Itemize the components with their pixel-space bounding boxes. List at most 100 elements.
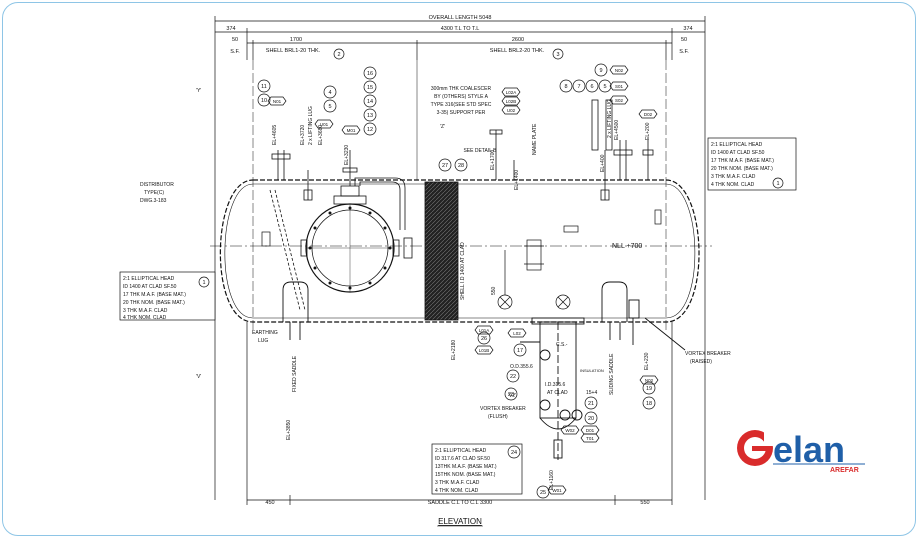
el-3720-label: EL+3720 bbox=[300, 125, 306, 145]
svg-text:L02: L02 bbox=[513, 331, 521, 336]
tl-to-tl-label: 4300 T.L TO T.L bbox=[441, 26, 480, 32]
earthing-lug-label-1: EARTHING bbox=[252, 330, 278, 336]
distributor-label-2: TYPE(C) bbox=[144, 190, 164, 196]
svg-text:W01: W01 bbox=[552, 488, 562, 493]
vessel-shell bbox=[210, 60, 712, 330]
svg-text:L01B: L01B bbox=[479, 348, 490, 353]
shell-left-label: SHELL BRL1-20 THK. bbox=[266, 48, 321, 54]
boot bbox=[520, 299, 686, 460]
svg-text:M01: M01 bbox=[347, 128, 356, 133]
view-z-label: 'Z' bbox=[440, 124, 445, 130]
svg-text:U02: U02 bbox=[507, 108, 516, 113]
svg-text:20 THK NOM. (BASE MAT.): 20 THK NOM. (BASE MAT.) bbox=[711, 166, 773, 172]
view-v-label: 'V' bbox=[196, 374, 201, 380]
svg-text:3 THK M.A.F. CLAD: 3 THK M.A.F. CLAD bbox=[123, 308, 168, 314]
svg-text:300mm THK COALESCER: 300mm THK COALESCER bbox=[431, 86, 492, 92]
svg-text:15THK NOM. (BASE MAT.): 15THK NOM. (BASE MAT.) bbox=[435, 472, 496, 478]
cs-label: C.S.- bbox=[556, 342, 568, 348]
see-detail: SEE DETAIL B bbox=[463, 148, 497, 154]
saddles bbox=[282, 281, 628, 340]
svg-text:15: 15 bbox=[367, 85, 373, 91]
el-400-label: EL+400 bbox=[600, 154, 606, 172]
manway-bolts bbox=[308, 206, 392, 290]
vortex-flush-label-2: (FLUSH) bbox=[488, 414, 508, 420]
svg-text:26: 26 bbox=[481, 336, 487, 342]
view-y-label: 'Y' bbox=[196, 88, 201, 94]
svg-text:17 THK M.A.F. (BASE MAT.): 17 THK M.A.F. (BASE MAT.) bbox=[711, 158, 774, 164]
coalescer-pack bbox=[424, 181, 459, 321]
svg-text:6: 6 bbox=[590, 84, 593, 90]
svg-text:L02A: L02A bbox=[506, 90, 517, 95]
svg-text:L02B: L02B bbox=[506, 99, 517, 104]
svg-text:D01: D01 bbox=[586, 428, 595, 433]
svg-text:19: 19 bbox=[646, 386, 652, 392]
sf-left: S.F. bbox=[230, 49, 240, 55]
dim-1700: 1700 bbox=[290, 37, 302, 43]
nll-label: NLL +700 bbox=[612, 243, 642, 250]
svg-text:20 THK NOM. (BASE MAT.): 20 THK NOM. (BASE MAT.) bbox=[123, 300, 185, 306]
balloons-right-text: 9 8 7 6 5 bbox=[564, 68, 606, 90]
el-2180-label: EL+2180 bbox=[451, 340, 457, 360]
earthing-lug-label-2: LUG bbox=[258, 338, 268, 344]
svg-text:2:1 ELLIPTICAL HEAD: 2:1 ELLIPTICAL HEAD bbox=[123, 276, 175, 282]
nozzle-tags-mid-text: L02A L02B L01A L01B L02 N02 W01 W02 D01 … bbox=[479, 90, 654, 493]
el-3680-label: EL+3680 bbox=[318, 125, 324, 145]
balloons-left-text: 11 10 4 5 16 15 14 13 12 bbox=[261, 71, 373, 133]
svg-text:8: 8 bbox=[564, 84, 567, 90]
svg-text:18: 18 bbox=[646, 401, 652, 407]
svg-text:3 THK M.A.F. CLAD: 3 THK M.A.F. CLAD bbox=[711, 174, 756, 180]
svg-text:17: 17 bbox=[517, 348, 523, 354]
svg-text:17 THK M.A.F. (BASE MAT.): 17 THK M.A.F. (BASE MAT.) bbox=[123, 292, 186, 298]
od-label: O.D.355.6 bbox=[510, 364, 533, 370]
svg-text:TYPE 316(SEE STD SPEC: TYPE 316(SEE STD SPEC bbox=[431, 102, 492, 108]
el-4500-label: EL+4500 bbox=[614, 120, 620, 140]
left-head-note: 2:1 ELLIPTICAL HEAD ID 1400 AT CLAD SF.5… bbox=[123, 276, 186, 321]
lifting-lug-right: 2 x LIFTING LUG bbox=[607, 99, 613, 138]
svg-text:L01A: L01A bbox=[479, 328, 490, 333]
view-v2-label: 'V2' bbox=[508, 393, 516, 399]
company-logo: elan AREFAR bbox=[737, 429, 865, 474]
manway bbox=[300, 185, 413, 293]
svg-text:2:1 ELLIPTICAL HEAD: 2:1 ELLIPTICAL HEAD bbox=[435, 448, 487, 454]
el-3230-label: EL+3230 bbox=[344, 145, 350, 165]
balloons-left bbox=[257, 66, 377, 136]
svg-text:11: 11 bbox=[261, 84, 267, 90]
overall-length-label: OVERALL LENGTH 5048 bbox=[429, 15, 492, 21]
svg-text:S02: S02 bbox=[615, 98, 624, 103]
svg-text:3 THK M.A.F. CLAD: 3 THK M.A.F. CLAD bbox=[435, 480, 480, 486]
boot-head-ref: 24 bbox=[511, 450, 517, 456]
saddle-cl-label: SADDLE C.L TO C.L 3300 bbox=[428, 500, 493, 506]
logo-subtitle: AREFAR bbox=[830, 467, 859, 474]
nozzle-tags-mid bbox=[474, 87, 659, 495]
svg-text:21: 21 bbox=[588, 401, 594, 407]
left-head-ref: 1 bbox=[202, 280, 205, 286]
top-nozzles bbox=[271, 99, 654, 201]
right-head-ref: 1 bbox=[776, 181, 779, 187]
right-head-note: 2:1 ELLIPTICAL HEAD ID 1400 AT CLAD SF.5… bbox=[711, 142, 774, 188]
svg-text:2:1 ELLIPTICAL HEAD: 2:1 ELLIPTICAL HEAD bbox=[711, 142, 763, 148]
svg-text:10: 10 bbox=[261, 98, 267, 104]
svg-text:16: 16 bbox=[367, 71, 373, 77]
logo-name: elan bbox=[773, 429, 845, 470]
nozzle-tags-right-text: N02 S01 S02 U02 D02 bbox=[507, 68, 653, 117]
svg-text:23: 23 bbox=[508, 392, 514, 398]
internals bbox=[261, 209, 662, 310]
svg-text:N01: N01 bbox=[273, 99, 282, 104]
shell-right-ref: 3 bbox=[556, 52, 559, 58]
dim-550-label: 550 bbox=[491, 286, 497, 295]
boot-head-note: 2:1 ELLIPTICAL HEAD ID 317.6 AT CLAD SF.… bbox=[435, 448, 497, 494]
distributor-pipe bbox=[269, 177, 406, 311]
distributor-label-3: DWG.3-183 bbox=[140, 198, 167, 204]
svg-text:28: 28 bbox=[458, 163, 464, 169]
balloons-mid bbox=[438, 158, 656, 499]
dim-550-bottom: 550 bbox=[640, 500, 649, 506]
nozzle-tags-left-text: N01 U01 M01 bbox=[273, 99, 356, 133]
vortex-raised-label-2: (RAISED) bbox=[690, 359, 712, 365]
balloons-right bbox=[559, 63, 612, 93]
coalescer-note: 300mm THK COALESCER BY (OTHERS) STYLE A … bbox=[431, 86, 498, 154]
svg-text:T01: T01 bbox=[586, 436, 594, 441]
dim-50-left: 50 bbox=[232, 37, 238, 43]
lifting-lug-left: 2 x LIFTING LUG bbox=[308, 106, 314, 145]
svg-text:9: 9 bbox=[599, 68, 602, 74]
